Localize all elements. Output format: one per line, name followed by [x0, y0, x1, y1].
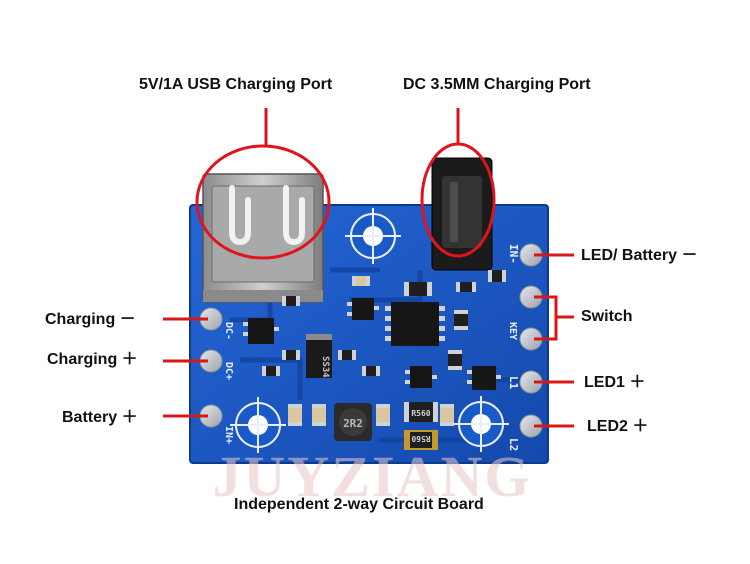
- smd-parts: [262, 270, 506, 426]
- charging-minus-label: Charging －: [45, 311, 136, 328]
- silk-l1: L1: [507, 376, 520, 390]
- mount-hole-left: [230, 397, 286, 453]
- charging-plus-label: Charging ＋: [47, 351, 138, 368]
- resistor-marking-bottom: R560: [411, 434, 430, 443]
- usb-port: [202, 173, 324, 303]
- switch-label: Switch: [581, 308, 633, 325]
- dc-port-label: DC 3.5MM Charging Port: [403, 76, 591, 93]
- silk-l2: L2: [507, 438, 520, 451]
- diode-marking: SS34: [320, 356, 330, 378]
- led2-plus-label: LED2 ＋: [587, 418, 649, 435]
- silk-in-plus: IN+: [223, 426, 234, 444]
- silk-key: KEY: [507, 322, 518, 340]
- silk-dc-minus: DC-: [223, 322, 234, 340]
- resistor-r560-top: R560: [404, 402, 438, 422]
- led1-plus-label: LED1 ＋: [584, 374, 646, 391]
- battery-plus-label: Battery ＋: [62, 409, 138, 426]
- mount-hole-top: [345, 208, 401, 264]
- inductor-2r2: 2R2: [334, 403, 372, 441]
- small-ic-right: [467, 366, 501, 390]
- diode-ss34: SS34: [306, 334, 332, 378]
- small-ic-top: [347, 298, 379, 320]
- small-ic-left: [243, 318, 279, 344]
- small-ic-mid: [405, 366, 437, 388]
- silk-in-minus: IN-: [507, 244, 520, 264]
- main-ic: [385, 302, 445, 346]
- usb-port-label: 5V/1A USB Charging Port: [139, 76, 333, 93]
- silk-dc-plus: DC+: [223, 362, 234, 380]
- board-caption: Independent 2-way Circuit Board: [234, 496, 484, 513]
- mount-hole-right: [453, 396, 509, 452]
- led-battery-minus-label: LED/ Battery －: [581, 247, 698, 264]
- inductor-marking: 2R2: [343, 417, 363, 430]
- pcb-edge: [189, 204, 549, 464]
- dc-jack: [431, 157, 493, 271]
- resistor-marking-top: R560: [411, 409, 430, 418]
- usb-highlight-circle: [195, 144, 331, 260]
- resistor-r560-bottom: R560: [404, 430, 438, 450]
